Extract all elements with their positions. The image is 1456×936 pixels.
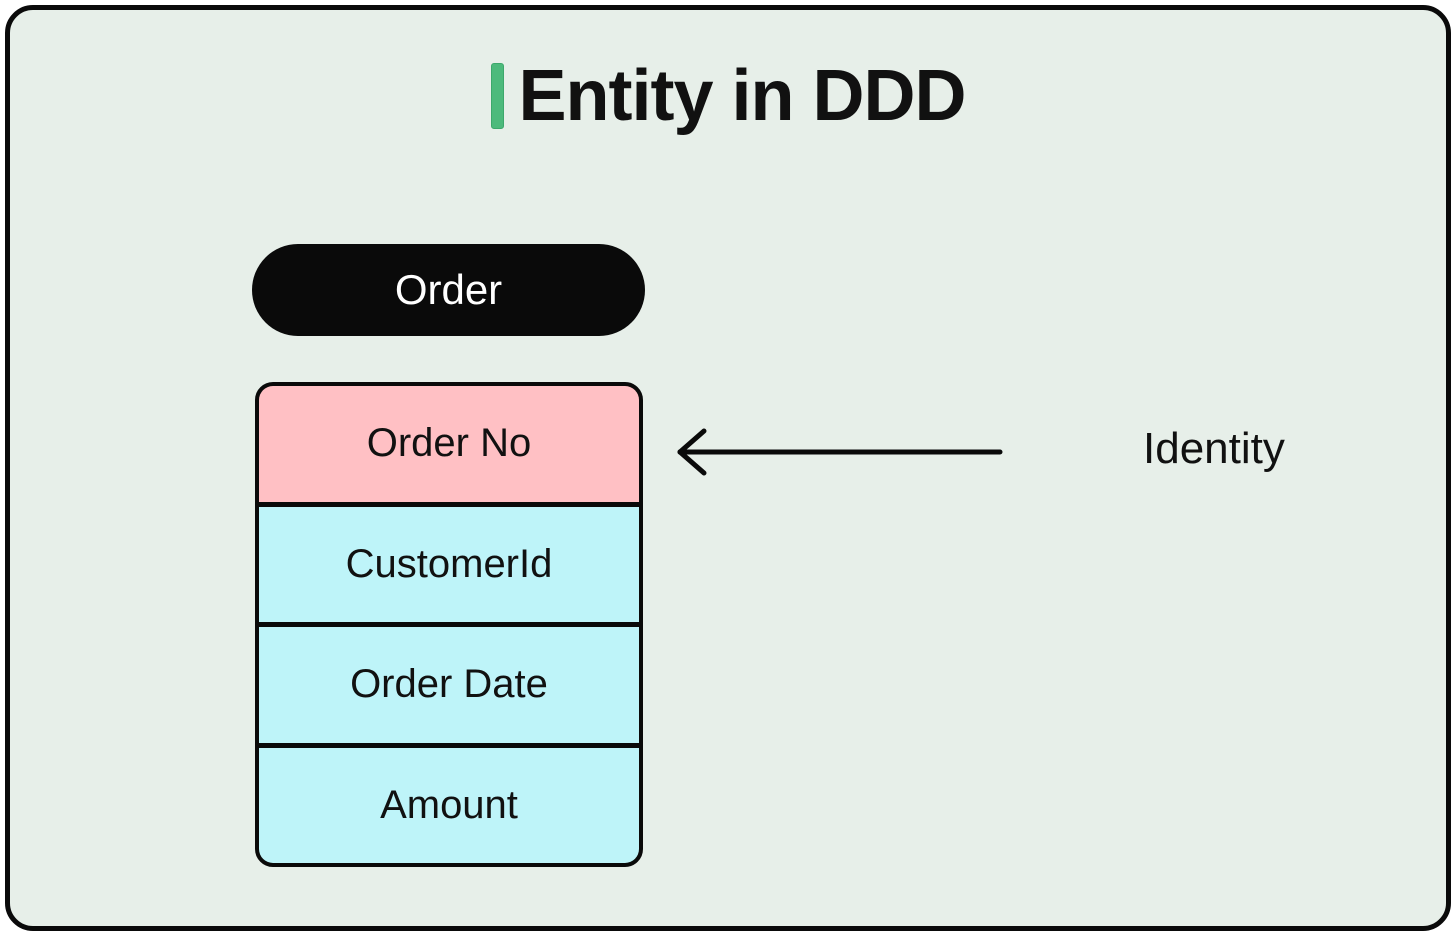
entity-name-pill: Order xyxy=(252,244,645,336)
entity-attributes-table: Order No CustomerId Order Date Amount xyxy=(255,382,643,867)
diagram-canvas: Entity in DDD Order Order No CustomerId … xyxy=(5,5,1451,931)
left-arrow-icon xyxy=(677,428,1003,476)
page-title: Entity in DDD xyxy=(518,56,967,136)
entity-field-row-customer-id: CustomerId xyxy=(259,506,639,627)
title-block: Entity in DDD xyxy=(10,48,1446,144)
entity-field-row-order-no: Order No xyxy=(259,386,639,507)
identity-label: Identity xyxy=(1143,424,1285,473)
entity-field-row-order-date: Order Date xyxy=(259,627,639,748)
title-accent-bar xyxy=(490,63,504,129)
entity-field-row-amount: Amount xyxy=(259,747,639,863)
